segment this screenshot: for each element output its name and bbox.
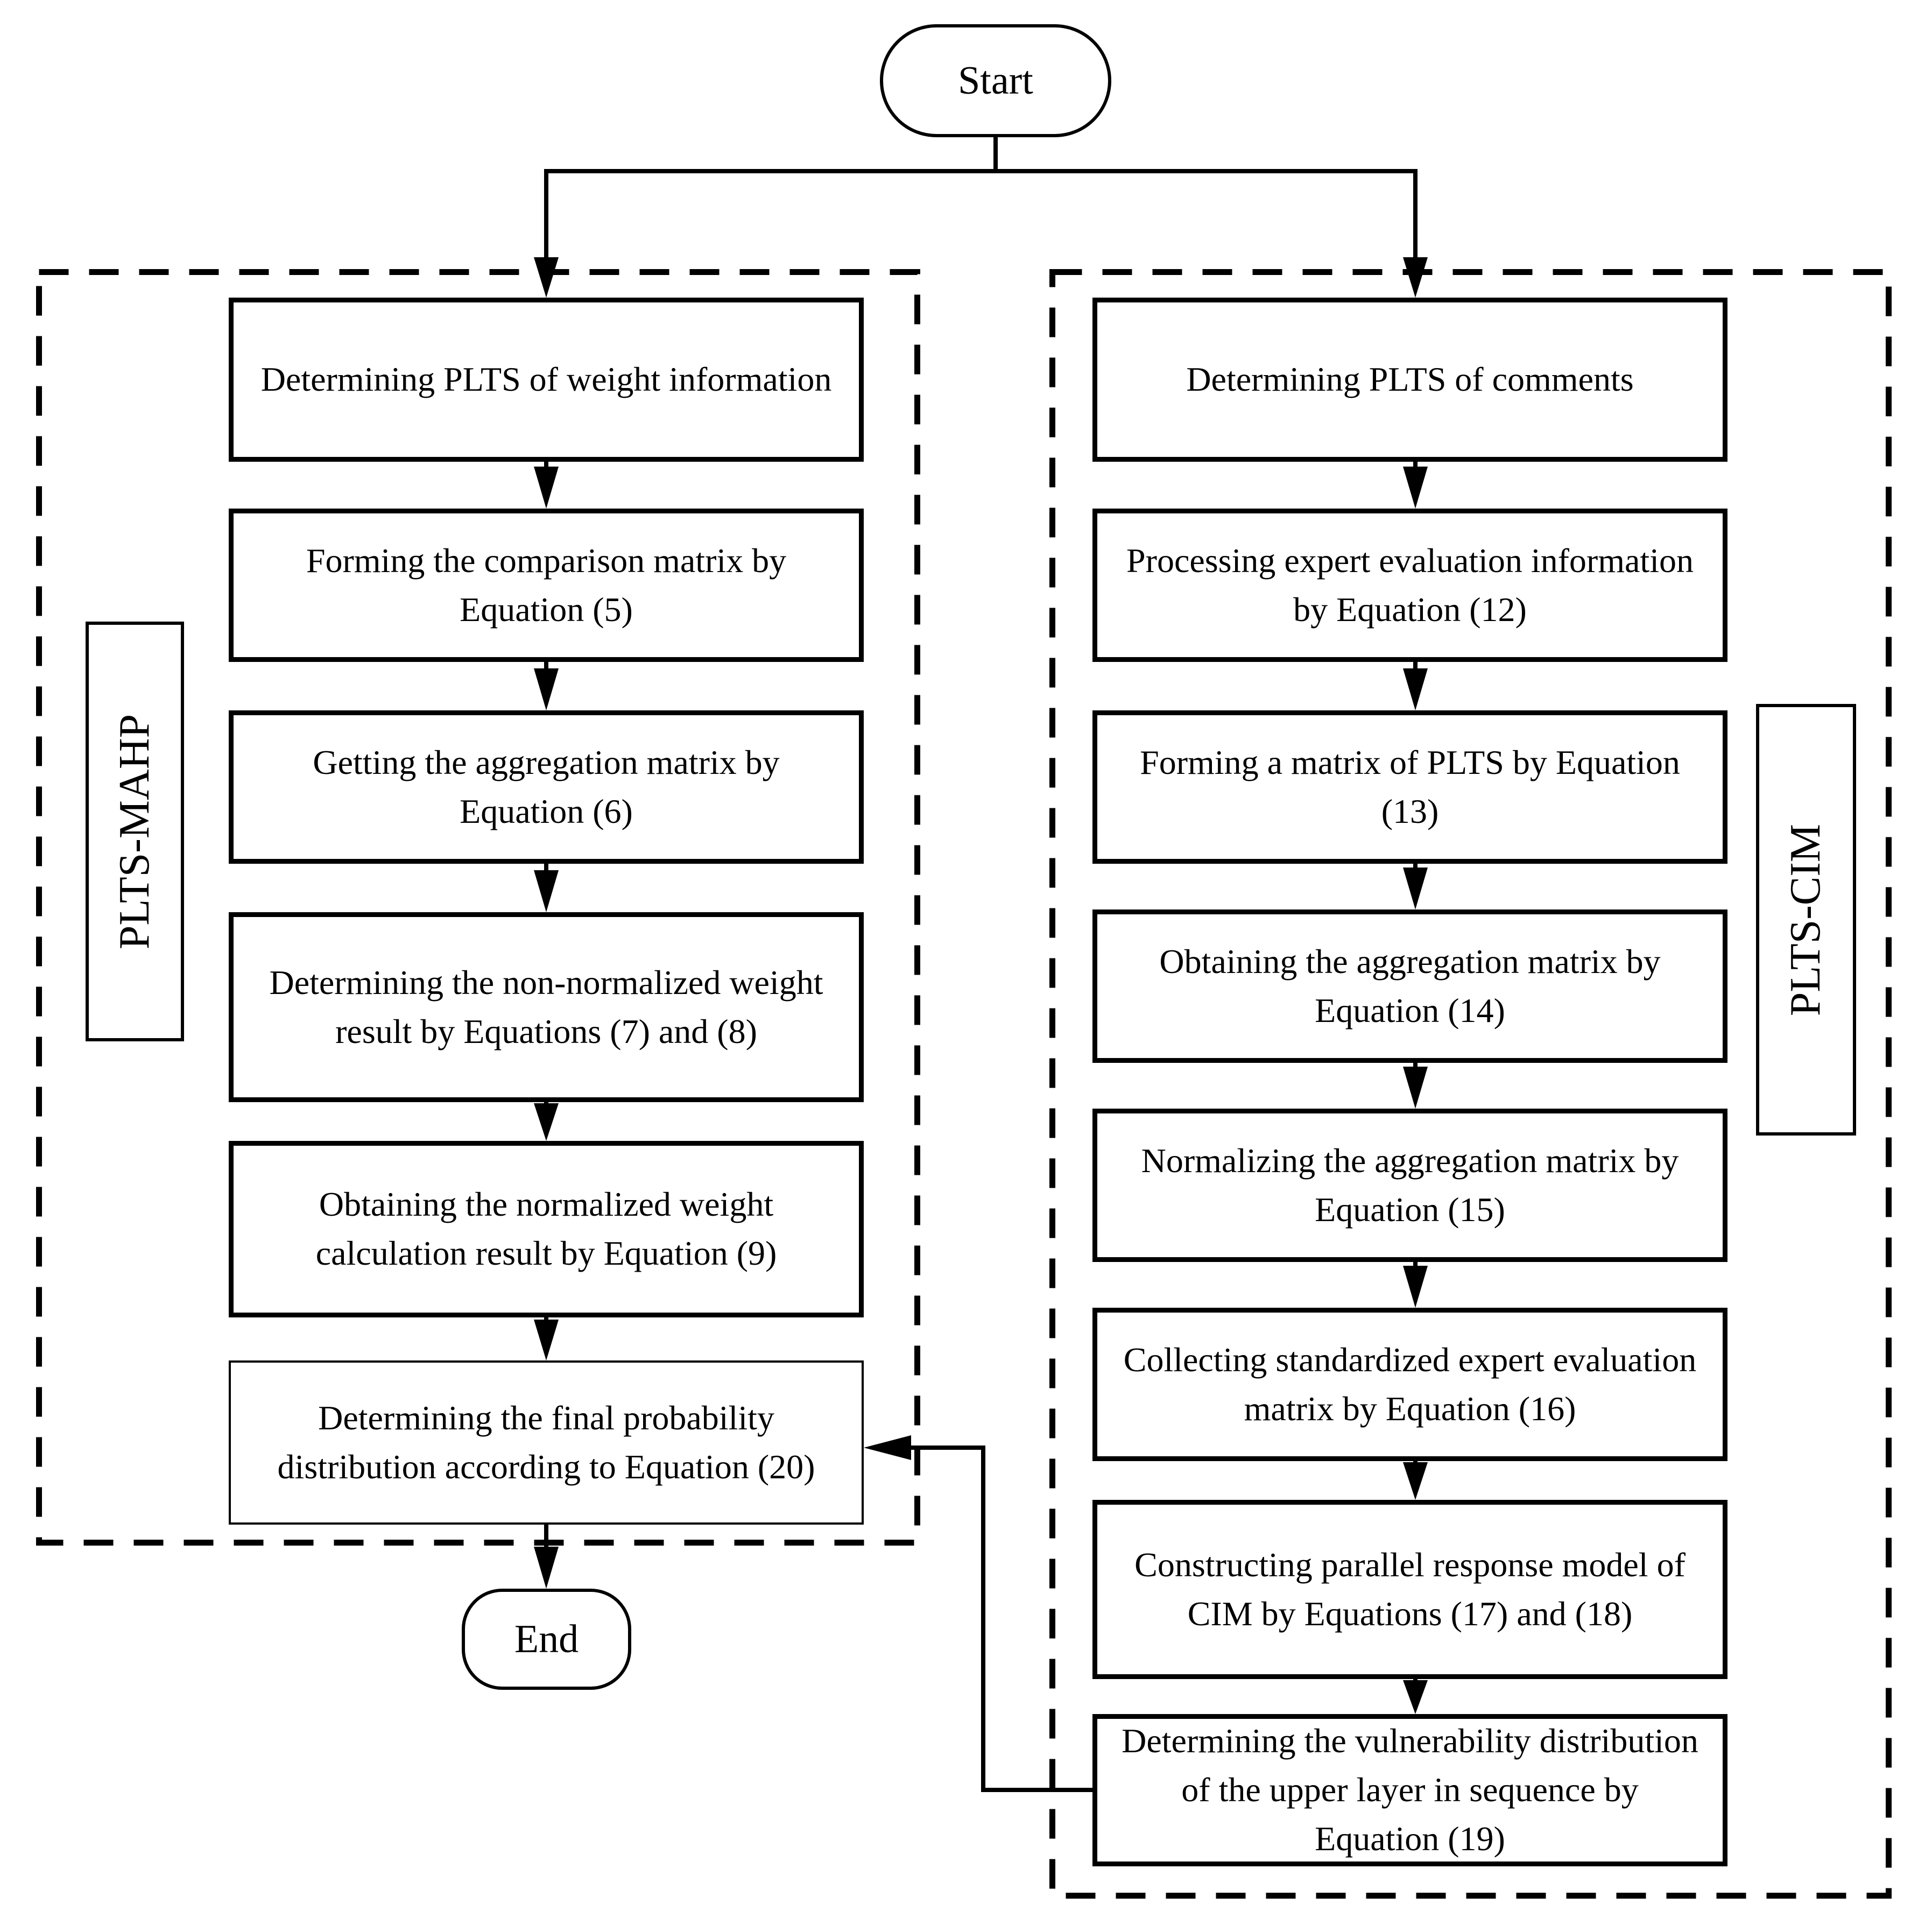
right-arrow-7-head — [1403, 1680, 1428, 1714]
right-arrow-6-head — [1403, 1462, 1428, 1500]
right-arrow-1-head — [1403, 467, 1428, 509]
left-group-label-box: PLTS-MAHP — [86, 622, 184, 1041]
right-step-1-box: Determining PLTS of comments — [1092, 298, 1727, 462]
right-arrow-3-head — [1403, 868, 1428, 909]
left-group-label: PLTS-MAHP — [111, 714, 158, 949]
right-step-7-text: Constructing parallel response model of … — [1134, 1545, 1686, 1633]
right-step-5-text: Normalizing the aggregation matrix by Eq… — [1141, 1141, 1679, 1229]
left-step-6-box: Determining the final probability distri… — [229, 1360, 864, 1525]
feedback-connector-path — [911, 1446, 1092, 1792]
left-step-5-box: Obtaining the normalized weight calculat… — [229, 1141, 864, 1317]
right-step-8-text: Determining the vulnerability distributi… — [1122, 1722, 1698, 1858]
right-arrow-4-head — [1403, 1067, 1428, 1109]
end-arrow-head — [534, 1547, 559, 1589]
right-step-4-box: Obtaining the aggregation matrix by Equa… — [1092, 909, 1727, 1063]
left-arrow-1-head — [534, 467, 559, 509]
right-step-5-box: Normalizing the aggregation matrix by Eq… — [1092, 1109, 1727, 1262]
left-step-2-box: Forming the comparison matrix by Equatio… — [229, 509, 864, 662]
right-step-1-text: Determining PLTS of comments — [1186, 360, 1634, 399]
split-left-arrowhead — [534, 257, 559, 298]
split-right-arrowhead — [1403, 257, 1428, 298]
left-step-3-box: Getting the aggregation matrix by Equati… — [229, 710, 864, 864]
right-arrow-5-head — [1403, 1266, 1428, 1308]
left-arrow-2-head — [534, 668, 559, 710]
start-label: Start — [958, 58, 1033, 103]
right-step-2-text: Processing expert evaluation information… — [1126, 541, 1694, 629]
right-step-3-box: Forming a matrix of PLTS by Equation (13… — [1092, 710, 1727, 864]
left-arrow-4-head — [534, 1103, 559, 1141]
right-step-8-box: Determining the vulnerability distributi… — [1092, 1714, 1727, 1866]
right-group-label-box: PLTS-CIM — [1756, 704, 1856, 1136]
left-step-4-box: Determining the non-normalized weight re… — [229, 912, 864, 1102]
left-step-5-text: Obtaining the normalized weight calculat… — [315, 1185, 777, 1272]
right-step-2-box: Processing expert evaluation information… — [1092, 509, 1727, 662]
right-step-3-text: Forming a matrix of PLTS by Equation (13… — [1140, 743, 1680, 830]
left-step-4-text: Determining the non-normalized weight re… — [269, 963, 823, 1050]
left-step-6-text: Determining the final probability distri… — [277, 1398, 815, 1486]
right-step-7-box: Constructing parallel response model of … — [1092, 1500, 1727, 1679]
left-arrow-5-head — [534, 1320, 559, 1360]
right-step-4-text: Obtaining the aggregation matrix by Equa… — [1159, 942, 1661, 1030]
left-step-3-text: Getting the aggregation matrix by Equati… — [313, 743, 780, 830]
right-arrow-2-head — [1403, 668, 1428, 710]
left-group-dashed-frame — [36, 269, 920, 1546]
end-terminator: End — [462, 1589, 631, 1690]
right-step-6-box: Collecting standardized expert evaluatio… — [1092, 1308, 1727, 1461]
right-step-6-text: Collecting standardized expert evaluatio… — [1123, 1340, 1697, 1428]
right-group-dashed-frame — [1049, 269, 1892, 1899]
left-step-1-box: Determining PLTS of weight information — [229, 298, 864, 462]
left-arrow-3-head — [534, 870, 559, 912]
start-terminator: Start — [880, 24, 1111, 137]
left-step-2-text: Forming the comparison matrix by Equatio… — [306, 541, 787, 629]
left-step-1-text: Determining PLTS of weight information — [260, 360, 832, 399]
feedback-arrowhead — [864, 1435, 911, 1460]
end-label: End — [514, 1617, 579, 1661]
right-group-label: PLTS-CIM — [1782, 823, 1830, 1016]
